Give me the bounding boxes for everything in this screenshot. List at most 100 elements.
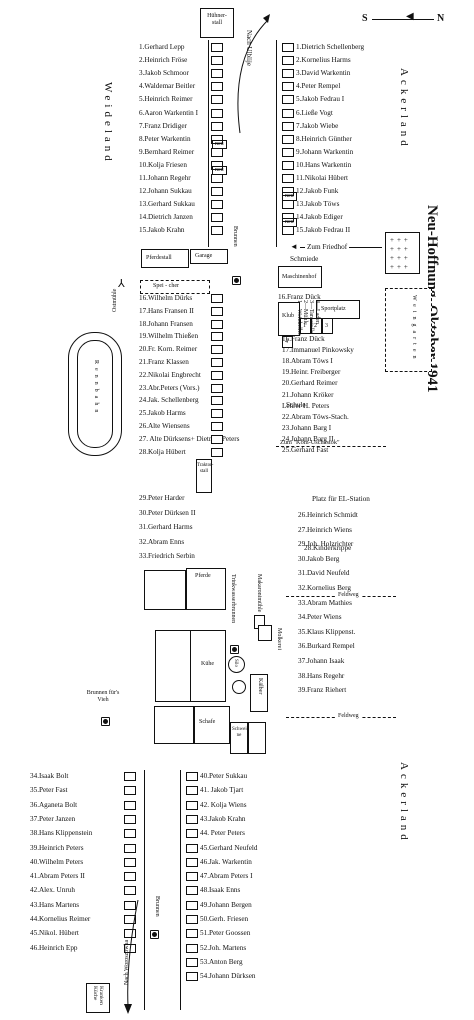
house-marker xyxy=(124,786,136,796)
house-marker xyxy=(186,943,198,953)
molkerei-label: Molkerei xyxy=(276,628,282,650)
house-name: 25.Gerhard Fast xyxy=(282,446,329,454)
traktorstall: Traktor-stall xyxy=(196,459,213,493)
house-marker xyxy=(282,213,294,223)
house-marker xyxy=(211,434,223,444)
house-name: 4.Peter Rempel xyxy=(296,82,341,91)
house-name: 26.Heinrich Schmidt xyxy=(298,511,358,519)
house-name: 18.Abram Töws I xyxy=(282,357,333,366)
schweine: Schwei-ne xyxy=(230,722,248,754)
house-name: 3.Jakob Schmoor xyxy=(139,69,189,78)
house-marker xyxy=(124,915,136,924)
house-name: 42. Kolja Wiens xyxy=(200,800,247,809)
house-marker xyxy=(186,800,198,810)
silo: Silo xyxy=(228,656,245,673)
house-name: 7.Franz Dridiger xyxy=(139,121,187,130)
house-marker xyxy=(282,82,294,92)
klub-annex-3: 3 xyxy=(322,318,333,334)
house-name: 45.Nikol. Hübert xyxy=(30,929,79,938)
house-name: 42.Alex. Unruh xyxy=(30,886,75,895)
house-name: 33.Friedrich Serbin xyxy=(139,552,195,561)
house-marker xyxy=(282,226,294,236)
house-name: 43.Jakob Krahn xyxy=(200,814,246,823)
house-name: 22.Abram Töws-Stach. xyxy=(282,412,349,421)
house-name: 27.Heinrich Wiens xyxy=(298,525,352,534)
makaronimuehle-label: Makaronimühle xyxy=(256,574,262,613)
house-marker xyxy=(211,319,223,329)
house-marker xyxy=(211,447,223,457)
feldweg-1-label: Feldweg xyxy=(336,592,361,599)
legend-item: 4—Laden xyxy=(314,300,320,324)
maschinenhof: Maschinenhof xyxy=(278,266,322,288)
house-marker xyxy=(211,332,223,342)
house-name: 54.Johann Dürksen xyxy=(200,972,256,981)
house-name: 3.David Warkentin xyxy=(296,69,351,78)
street-right-upper xyxy=(276,40,277,247)
house-marker xyxy=(211,121,223,131)
house-name: 11.Johann Regehr xyxy=(139,174,191,182)
trinkwasser-well-icon xyxy=(230,645,239,654)
schweine-2 xyxy=(248,722,266,754)
road-friedhof-label: Zum Friedhof xyxy=(305,243,350,252)
house-marker xyxy=(211,134,223,144)
schafe-stall: Schafe xyxy=(194,706,230,744)
house-name: 39.Franz Riehert xyxy=(298,686,347,695)
house-name: 16.Wilhelm Dürks xyxy=(139,294,193,302)
windmill-icon: ⅄ xyxy=(118,278,125,290)
house-marker xyxy=(211,306,223,316)
house-marker xyxy=(124,814,136,824)
kaelber: Kälber xyxy=(250,674,268,712)
vieh-well-icon xyxy=(101,717,110,726)
rennbahn-inner xyxy=(77,340,113,448)
house-name: 31.Gerhard Harms xyxy=(139,523,193,532)
house-name: 13.Gerhard Sukkau xyxy=(139,200,195,209)
house-name: 20.Gerhard Reimer xyxy=(282,379,338,388)
house-name: 18.Johann Fransen xyxy=(139,319,193,328)
neu-marker: neu xyxy=(212,140,227,149)
house-name: 21.Franz Klassen xyxy=(139,358,189,366)
house-marker xyxy=(211,409,223,419)
klub-annex-4: 4 xyxy=(282,336,293,348)
schafe-stall-left xyxy=(154,706,194,744)
house-name: 24.Johann Barg II xyxy=(282,434,334,443)
house-marker xyxy=(186,814,198,824)
house-name: 36.Aganeta Bolt xyxy=(30,800,78,809)
house-marker xyxy=(124,900,136,910)
schule-label: Schule xyxy=(286,401,306,409)
house-marker xyxy=(282,108,294,118)
kinderkrippe: 28.Kinderkrippe xyxy=(304,544,352,552)
house-name: Lehrer H. Peters xyxy=(282,401,330,410)
house-marker xyxy=(282,134,294,144)
house-name: 36.Burkard Rempel xyxy=(298,642,355,651)
street-bottom-right xyxy=(180,770,181,1010)
friedhof-area: +++ +++ +++ +++ xyxy=(385,232,420,274)
house-name: 44. Peter Peters xyxy=(200,829,245,838)
house-marker xyxy=(211,370,223,380)
house-name: 8.Heinrich Günther xyxy=(296,134,352,143)
sportplatz: Sportplatz xyxy=(316,300,360,319)
house-marker xyxy=(124,886,136,896)
house-name: 24.Jak. Schellenberg xyxy=(139,396,199,405)
neu-marker: neu xyxy=(212,166,227,175)
house-marker xyxy=(186,872,198,882)
house-marker xyxy=(282,174,294,183)
ostmuehle-label: Ostmühle xyxy=(112,288,118,312)
klub-annex-1: 1 xyxy=(300,318,311,334)
house-name: 20.Fr. Korn. Reimer xyxy=(139,345,198,354)
road-kom-label: Zum "Kom-Uschastok" xyxy=(280,439,340,446)
house-marker xyxy=(186,829,198,839)
house-name: 10.Hans Warkentin xyxy=(296,160,352,169)
house-name: 45.Gerhard Neufeld xyxy=(200,843,258,852)
huehnerstall: Hühner-stall xyxy=(200,8,234,38)
road-ulblije-arrow-icon xyxy=(237,14,270,134)
house-marker xyxy=(282,43,294,52)
house-marker xyxy=(211,200,223,210)
house-name: 37.Johann Isaak xyxy=(298,657,345,665)
house-name: 35.Peter Fast xyxy=(30,786,68,795)
klub: Klub xyxy=(278,302,300,336)
house-name: 41. Jakob Tjart xyxy=(200,786,244,795)
house-name: 34.Peter Wiens xyxy=(298,613,342,622)
house-name: 46.Heinrich Epp xyxy=(30,943,78,952)
house-name: 35.Klaus Klippenst. xyxy=(298,627,356,636)
house-marker xyxy=(124,829,136,839)
